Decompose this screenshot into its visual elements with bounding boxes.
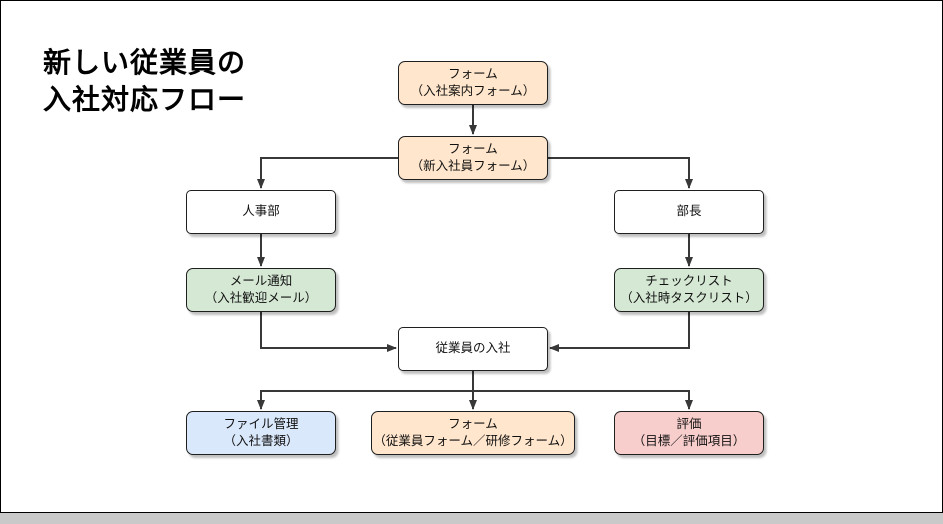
connector-layer	[257, 105, 693, 410]
diagram-title-line1: 新しい従業員の	[43, 47, 247, 78]
node-employee-join: 従業員の入社	[398, 327, 548, 371]
node-form-training: フォーム （従業員フォーム／研修フォーム）	[371, 411, 575, 455]
node-file-mgmt: ファイル管理 （入社書類）	[186, 411, 336, 455]
node-evaluation: 評価 （目標／評価項目）	[614, 411, 764, 455]
node-employee-join-label: 従業員の入社	[435, 341, 511, 356]
connector-checklist-to-join	[549, 312, 690, 352]
node-mail-notice: メール通知 （入社歓迎メール）	[186, 268, 336, 312]
connector-mail-to-join	[260, 312, 397, 352]
node-checklist-sublabel: （入社時タスクリスト）	[620, 291, 758, 305]
node-evaluation-sublabel: （目標／評価項目）	[632, 434, 746, 448]
node-form-newhire-label: フォーム	[448, 141, 498, 156]
node-form-newhire-sublabel: （新入社員フォーム）	[410, 159, 536, 173]
node-form-guide-label: フォーム	[448, 66, 498, 81]
connector-newhire-to-manager	[548, 157, 693, 189]
node-mail-notice-label: メール通知	[229, 273, 293, 288]
diagram-title: 新しい従業員の 入社対応フロー	[43, 45, 246, 119]
node-form-training-label: フォーム	[448, 416, 498, 431]
node-file-mgmt-sublabel: （入社書類）	[223, 434, 299, 448]
node-manager-label: 部長	[676, 204, 702, 219]
node-manager: 部長	[614, 190, 764, 234]
node-form-guide-sublabel: （入社案内フォーム）	[410, 84, 536, 98]
node-form-newhire: フォーム （新入社員フォーム）	[398, 136, 548, 180]
node-form-guide: フォーム （入社案内フォーム）	[398, 61, 548, 105]
node-file-mgmt-label: ファイル管理	[223, 416, 299, 431]
connector-join-to-evaluation	[473, 390, 693, 410]
diagram-title-line2: 入社対応フロー	[43, 83, 247, 115]
node-checklist-label: チェックリスト	[645, 273, 733, 288]
slide-canvas: 新しい従業員の 入社対応フロー フォーム （入社案内フォーム） フォーム （新入…	[0, 0, 943, 513]
node-checklist: チェックリスト （入社時タスクリスト）	[614, 268, 764, 312]
node-evaluation-label: 評価	[676, 416, 702, 431]
connector-join-to-filemgmt	[257, 390, 473, 410]
connector-newhire-to-hr	[257, 157, 398, 189]
node-mail-notice-sublabel: （入社歓迎メール）	[204, 291, 318, 305]
node-hr-dept: 人事部	[186, 190, 336, 234]
node-form-training-sublabel: （従業員フォーム／研修フォーム）	[373, 434, 573, 448]
node-hr-dept-label: 人事部	[242, 204, 280, 219]
